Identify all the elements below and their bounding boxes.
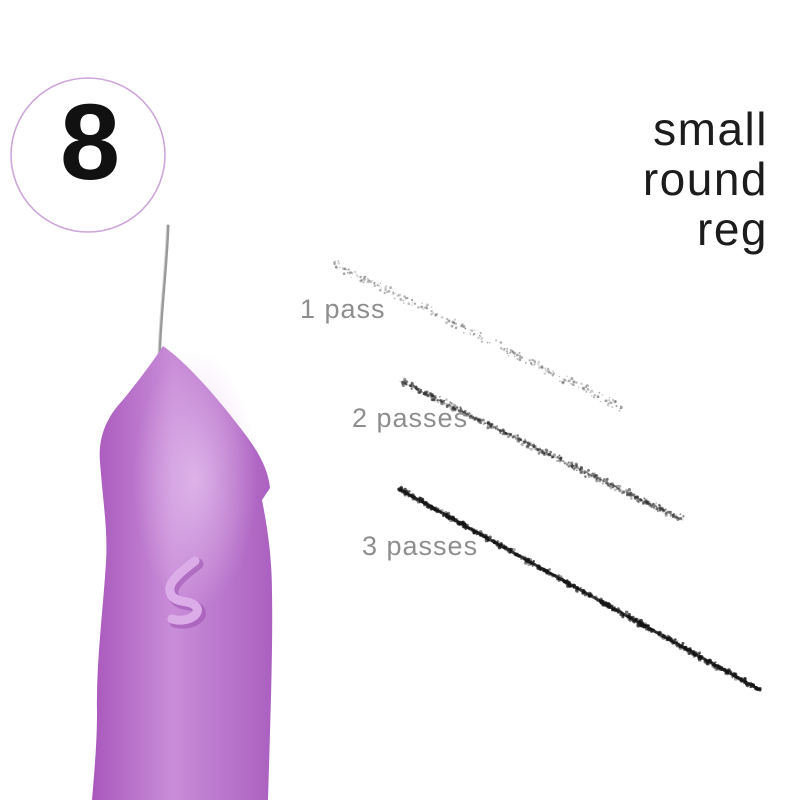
needle-type-title: small round reg bbox=[643, 104, 768, 254]
title-line-2: round bbox=[642, 153, 768, 205]
ink-stroke-pass-1 bbox=[332, 260, 623, 412]
ink-stroke-samples bbox=[332, 260, 762, 692]
title-line-1: small bbox=[653, 103, 768, 155]
cartridge-grip-illustration bbox=[92, 346, 273, 800]
pass-label-2: 2 passes bbox=[352, 403, 469, 433]
ink-stroke-pass-3 bbox=[397, 485, 762, 692]
needle-count-number: 8 bbox=[59, 81, 120, 202]
pass-label-3: 3 passes bbox=[362, 531, 479, 561]
pass-label-1: 1 pass bbox=[300, 294, 386, 324]
badge-circle bbox=[10, 77, 166, 233]
ink-stroke-pass-2 bbox=[399, 377, 685, 522]
grip-squiggle bbox=[165, 556, 202, 625]
title-line-3: reg bbox=[697, 203, 768, 255]
